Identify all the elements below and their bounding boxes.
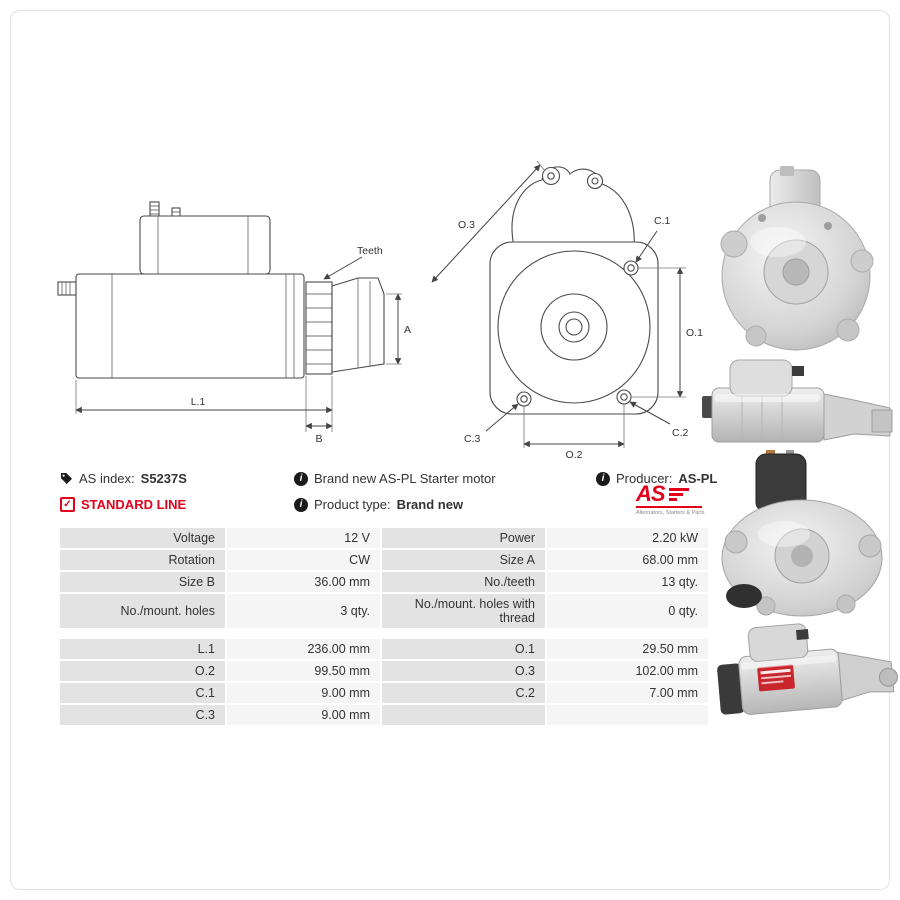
spec-label: No./teeth xyxy=(382,572,545,592)
technical-drawing-side-view: L.1 B A Teeth xyxy=(57,201,411,444)
spec-value: 12 V xyxy=(227,528,380,548)
spec-label: Size A xyxy=(382,550,545,570)
standard-line-label: STANDARD LINE xyxy=(81,497,187,512)
spec-value: 29.50 mm xyxy=(547,639,708,659)
as-index: AS index: S5237S xyxy=(60,471,187,486)
spec-label: O.2 xyxy=(60,661,225,681)
dim-label-teeth: Teeth xyxy=(357,245,383,257)
spec-label: Size B xyxy=(60,572,225,592)
producer-value: AS-PL xyxy=(678,471,718,486)
product-photo-rear xyxy=(700,450,898,620)
spec-label: O.1 xyxy=(382,639,545,659)
aspl-logo-subtext: Alternators, Starters & Parts xyxy=(636,510,705,516)
dim-label-o1: O.1 xyxy=(686,327,703,339)
spec-value: 9.00 mm xyxy=(227,683,380,703)
aspl-logo-text: AS xyxy=(636,481,666,506)
product-photo-side-label xyxy=(700,606,898,738)
spec-label: O.3 xyxy=(382,661,545,681)
check-icon: ✓ xyxy=(60,497,75,512)
spec-value: CW xyxy=(227,550,380,570)
tag-icon xyxy=(61,473,72,484)
dim-label-c1: C.1 xyxy=(654,215,671,227)
spec-label: C.1 xyxy=(60,683,225,703)
spec-value: 102.00 mm xyxy=(547,661,708,681)
product-type: i Product type: Brand new xyxy=(294,497,463,512)
product-type-label: Product type: xyxy=(314,497,391,512)
product-photo-side xyxy=(702,352,898,454)
dim-label-o3: O.3 xyxy=(458,219,475,231)
spec-label: L.1 xyxy=(60,639,225,659)
dim-label-c2: C.2 xyxy=(672,427,689,439)
dim-label-l1: L.1 xyxy=(191,396,206,408)
spec-table-group-1: Voltage 12 V Power 2.20 kW Rotation CW S… xyxy=(60,528,708,628)
spec-value xyxy=(547,705,708,725)
aspl-logo-bars-icon xyxy=(668,487,689,501)
spec-value: 0 qty. xyxy=(547,594,708,628)
as-index-label: AS index: xyxy=(79,471,135,486)
spec-label: C.3 xyxy=(60,705,225,725)
spec-label: Power xyxy=(382,528,545,548)
spec-label: No./mount. holes with thread xyxy=(382,594,545,628)
spec-value: 7.00 mm xyxy=(547,683,708,703)
dim-label-b: B xyxy=(315,433,322,444)
info-icon: i xyxy=(294,497,308,512)
brand-new-note: i Brand new AS-PL Starter motor xyxy=(294,471,496,486)
spec-value: 236.00 mm xyxy=(227,639,380,659)
standard-line: ✓ STANDARD LINE xyxy=(60,497,186,512)
product-type-value: Brand new xyxy=(396,497,464,512)
spec-label: Voltage xyxy=(60,528,225,548)
dim-label-c3: C.3 xyxy=(464,433,481,445)
spec-label xyxy=(382,705,545,725)
spec-value: 2.20 kW xyxy=(547,528,708,548)
spec-value: 13 qty. xyxy=(547,572,708,592)
brand-new-text: Brand new AS-PL Starter motor xyxy=(314,471,496,486)
info-icon: i xyxy=(596,471,610,486)
aspl-logo: AS Alternators, Starters & Parts xyxy=(636,481,705,516)
spec-label: No./mount. holes xyxy=(60,594,225,628)
technical-drawing-front-view: O.3 C.1 O.1 C.2 C.3 O.2 xyxy=(431,160,703,461)
spec-table: Voltage 12 V Power 2.20 kW Rotation CW S… xyxy=(60,528,708,725)
dim-label-o2: O.2 xyxy=(566,449,583,461)
spec-value: 99.50 mm xyxy=(227,661,380,681)
aspl-logo-rule xyxy=(636,506,702,508)
as-index-value: S5237S xyxy=(140,471,187,486)
info-icon: i xyxy=(294,471,308,486)
product-photo-front-angled xyxy=(700,166,892,356)
spec-value: 9.00 mm xyxy=(227,705,380,725)
dim-label-a: A xyxy=(404,324,411,336)
producer-label: Producer: xyxy=(616,471,673,486)
spec-label: Rotation xyxy=(60,550,225,570)
spec-table-group-2: L.1 236.00 mm O.1 29.50 mm O.2 99.50 mm … xyxy=(60,639,708,725)
spec-value: 36.00 mm xyxy=(227,572,380,592)
spec-label: C.2 xyxy=(382,683,545,703)
producer: i Producer: AS-PL xyxy=(596,471,717,486)
spec-value: 3 qty. xyxy=(227,594,380,628)
spec-value: 68.00 mm xyxy=(547,550,708,570)
